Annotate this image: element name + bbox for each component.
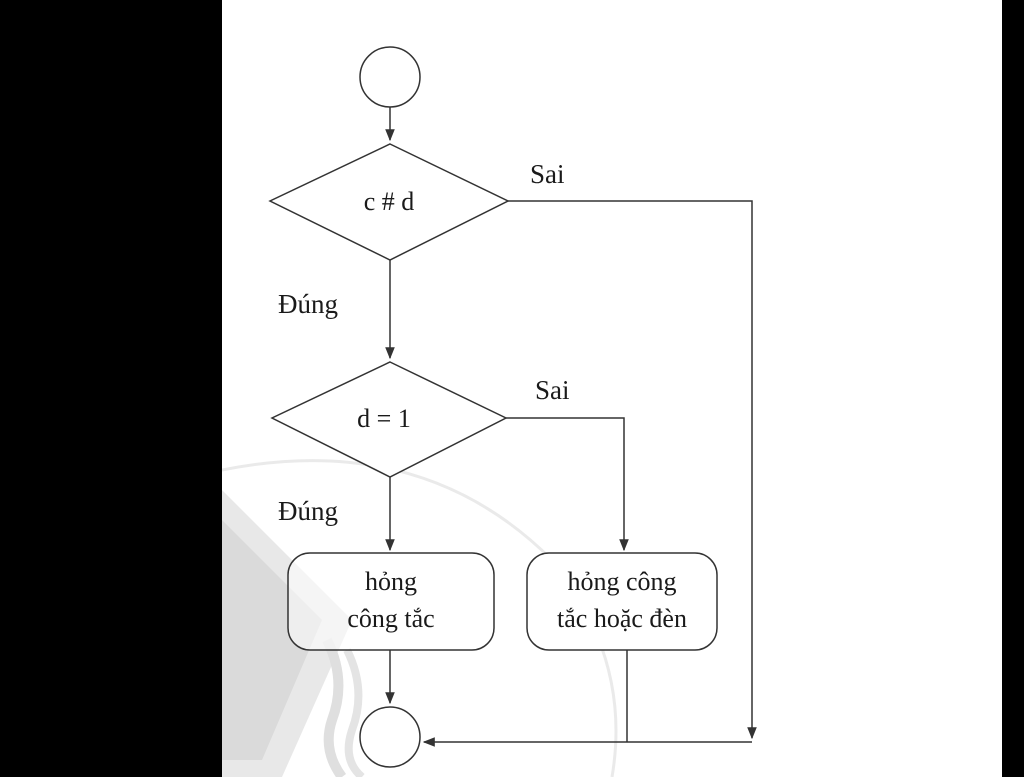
process-hong-cong-tac-line1: hỏng <box>365 567 417 596</box>
watermark-logo <box>222 459 618 777</box>
right-frame-strip <box>1002 0 1024 777</box>
decision-d-eq-1-text: d = 1 <box>357 404 411 433</box>
label-dung-2: Đúng <box>278 496 338 526</box>
process-hong-cong-tac-hoac-den-line2: tắc hoặc đèn <box>557 604 687 633</box>
decision-c-neq-d-text: c # d <box>364 187 415 216</box>
label-sai-2: Sai <box>535 375 570 405</box>
label-sai-1: Sai <box>530 159 565 189</box>
process-hong-cong-tac-line2: công tắc <box>347 604 434 633</box>
label-dung-1: Đúng <box>278 289 338 319</box>
flow-line-sai-1 <box>508 200 757 740</box>
process-hong-cong-tac-hoac-den <box>526 552 718 651</box>
start-node <box>359 46 421 108</box>
end-node <box>359 706 421 768</box>
process-hong-cong-tac-hoac-den-line1: hỏng công <box>567 567 676 596</box>
flowchart-svg: c # d Sai Đúng d = 1 Sai Đúng hỏng công … <box>222 46 757 777</box>
flowchart-canvas: c # d Sai Đúng d = 1 Sai Đúng hỏng công … <box>222 0 1002 777</box>
process-hong-cong-tac <box>287 552 495 651</box>
flow-line-sai-2 <box>506 417 629 552</box>
